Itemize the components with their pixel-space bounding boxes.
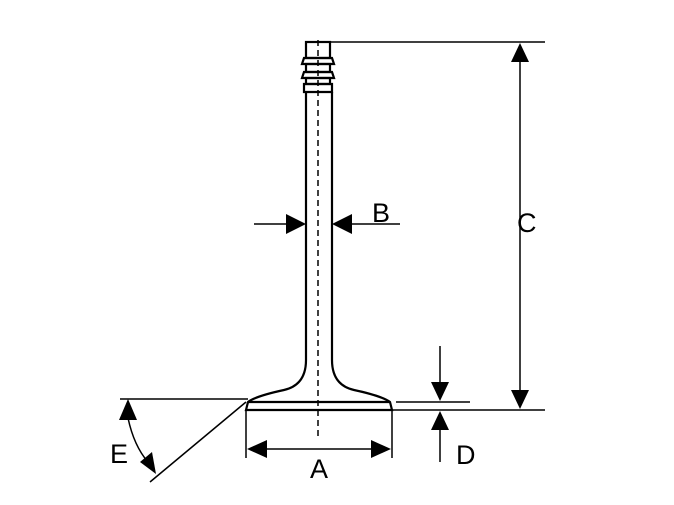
dimension-d: D: [396, 346, 476, 470]
dimension-e: E: [110, 398, 248, 483]
label-a: A: [310, 454, 328, 484]
dimension-c: C: [330, 41, 545, 411]
dimension-a: A: [245, 410, 393, 484]
valve-outline: [244, 92, 394, 412]
label-d: D: [456, 440, 476, 470]
label-b: B: [372, 198, 390, 228]
label-c: C: [517, 208, 537, 238]
dimension-b: B: [254, 198, 400, 234]
label-e: E: [110, 439, 128, 469]
